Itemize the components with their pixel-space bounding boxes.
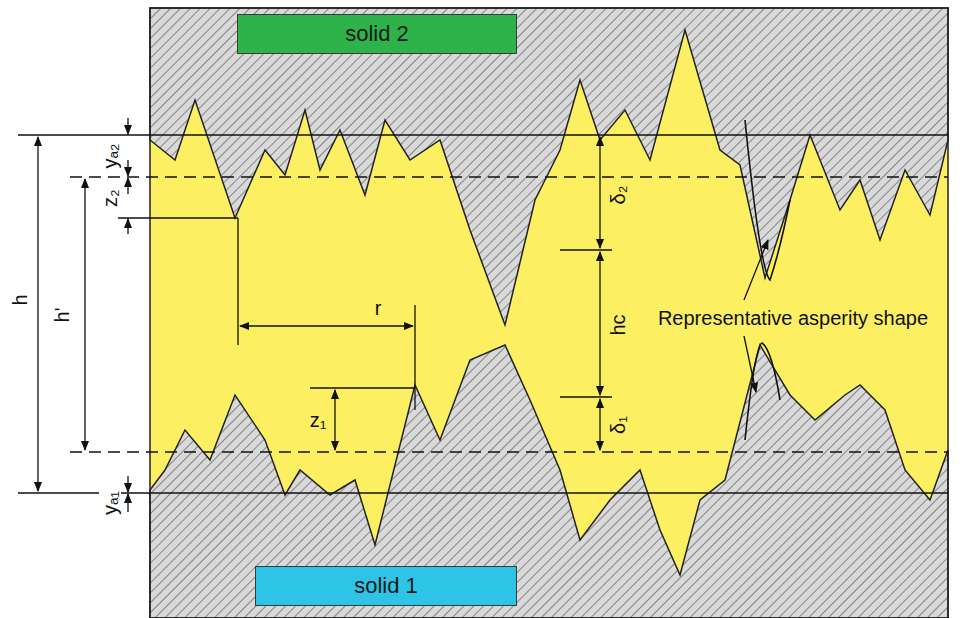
representative-asperity (745, 120, 790, 440)
dimension-label: h (9, 292, 31, 307)
dimension-label: r (373, 297, 384, 319)
material-name: solid 1 (354, 573, 418, 599)
frame (150, 8, 948, 618)
lower-rough-surface (150, 345, 948, 618)
dimension-label: yₐ₁ (99, 489, 121, 517)
material-label-box: solid 1 (255, 566, 517, 606)
lubricant-gap (150, 8, 948, 618)
dimension-label: yₐ₂ (99, 141, 121, 170)
dimension-label: z₁ (308, 409, 329, 431)
material-label-box: solid 2 (237, 14, 517, 54)
dimension-label: z₂ (99, 187, 121, 209)
dimension-label: hc (607, 312, 629, 337)
dimension-arrows (38, 118, 600, 512)
dimension-label: δ₁ (607, 414, 629, 436)
upper-rough-surface (150, 8, 948, 325)
dimension-label: δ₂ (607, 184, 629, 207)
callout-text: Representative asperity shape (656, 307, 930, 329)
dimension-label: h' (51, 306, 73, 325)
material-name: solid 2 (345, 21, 409, 47)
reference-lines (18, 135, 948, 493)
